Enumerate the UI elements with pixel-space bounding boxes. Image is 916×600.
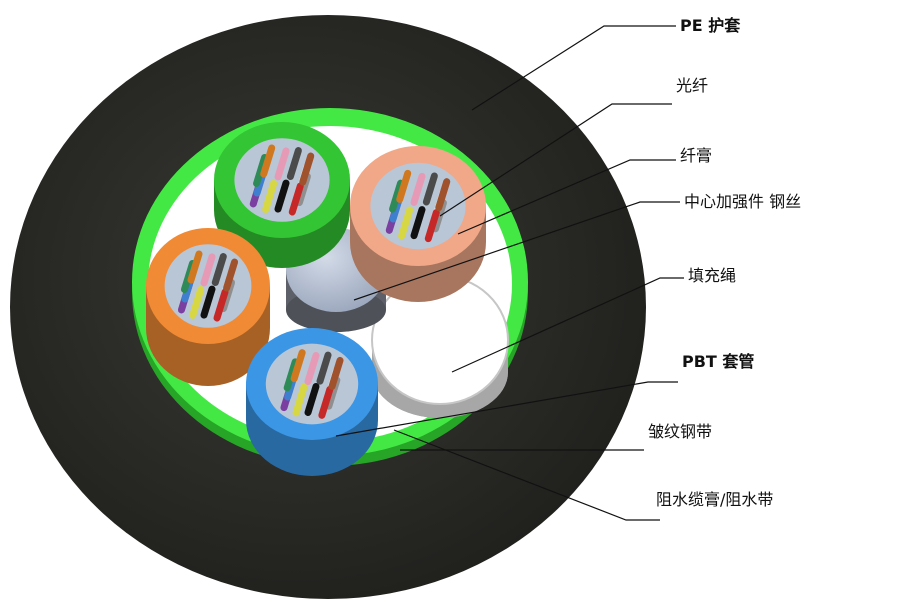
- optical-fiber: [211, 253, 227, 287]
- optical-fiber: [253, 153, 269, 187]
- optical-fiber: [424, 209, 440, 243]
- pbt-tube-blue: [246, 328, 378, 476]
- optical-fiber: [299, 152, 315, 186]
- optical-fiber: [396, 169, 412, 203]
- optical-fiber: [274, 179, 290, 213]
- leader-line-optical-fiber: [439, 103, 672, 217]
- pbt-tube-salmon: [350, 146, 486, 302]
- filler-rope-cylinder: [371, 275, 509, 418]
- optical-fiber: [316, 351, 332, 385]
- optical-fiber: [304, 383, 320, 417]
- optical-fiber: [318, 385, 334, 419]
- optical-fiber: [274, 147, 290, 181]
- optical-fiber: [398, 206, 414, 240]
- optical-fiber: [189, 285, 205, 319]
- optical-fiber: [286, 147, 302, 181]
- leader-lines: [335, 25, 684, 521]
- label-optical-fiber: 光纤: [676, 76, 709, 95]
- pbt-tubes-group: [146, 122, 486, 476]
- optical-fiber: [304, 351, 320, 385]
- optical-fiber: [262, 179, 278, 213]
- optical-fiber: [410, 206, 426, 240]
- label-corrugated-steel-tape: 皱纹钢带: [648, 422, 713, 441]
- label-water-blocking: 阻水缆膏/阻水带: [656, 490, 774, 509]
- label-pe-jacket: PE 护套: [680, 16, 741, 35]
- optical-fiber: [223, 258, 239, 292]
- leader-line-pe-jacket: [471, 25, 676, 111]
- optical-fiber: [389, 179, 405, 213]
- label-fiber-gel: 纤膏: [680, 146, 713, 165]
- pbt-tube-green-fiber-gel: [234, 138, 330, 222]
- optical-fiber: [422, 172, 438, 206]
- leader-line-filler-rope: [451, 277, 684, 373]
- optical-fiber: [328, 356, 344, 390]
- optical-fiber: [292, 383, 308, 417]
- leader-line-pbt-tube: [335, 381, 678, 437]
- optical-fiber: [290, 349, 306, 383]
- optical-fiber: [288, 182, 304, 216]
- pbt-tube-green: [214, 122, 350, 268]
- pbt-tube-blue-fiber-gel: [265, 343, 359, 425]
- leader-line-central-strength-member: [353, 201, 680, 301]
- label-pbt-tube: PBT 套管: [682, 352, 755, 371]
- label-filler-rope: 填充绳: [688, 266, 737, 285]
- optical-fiber: [435, 178, 451, 212]
- optical-fiber: [200, 285, 216, 319]
- optical-fiber: [260, 144, 276, 178]
- label-central-strength-member: 中心加强件 钢丝: [684, 192, 802, 211]
- pbt-tube-salmon-fiber-gel: [370, 162, 466, 250]
- optical-fiber: [410, 172, 426, 206]
- optical-fiber: [187, 250, 203, 284]
- pbt-tube-orange-fiber-gel: [164, 244, 252, 328]
- leader-line-water-blocking: [393, 429, 660, 521]
- pbt-tube-orange: [146, 228, 270, 386]
- optical-fiber: [283, 358, 299, 392]
- leader-line-fiber-gel: [457, 159, 676, 235]
- optical-fiber: [213, 288, 229, 322]
- optical-fiber: [200, 253, 216, 287]
